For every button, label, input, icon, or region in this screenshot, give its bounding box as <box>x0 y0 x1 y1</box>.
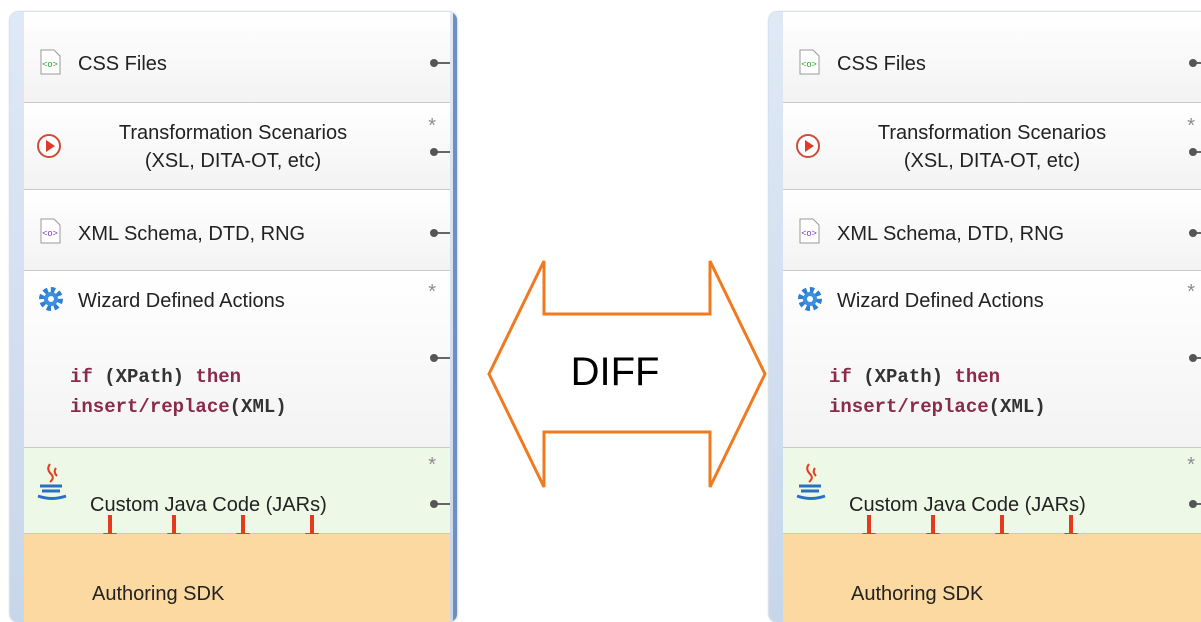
connector <box>1189 229 1201 237</box>
sdk-label: Authoring SDK <box>851 583 984 605</box>
gear-icon <box>798 287 822 311</box>
svg-text:<o>: <o> <box>42 228 58 238</box>
java-row: Custom Java Code (JARs) * <box>783 448 1201 543</box>
code-insert-replace: insert/replace <box>70 396 230 418</box>
schema-label: XML Schema, DTD, RNG <box>837 223 1065 245</box>
connector <box>1189 59 1201 67</box>
diff-double-arrow <box>487 260 767 488</box>
code-keyword-then: then <box>954 366 1001 388</box>
connector <box>430 500 450 508</box>
code-insert-replace: insert/replace <box>829 396 989 418</box>
wizard-row: Wizard Defined Actions * if (XPath) then… <box>24 271 450 448</box>
connector <box>1189 148 1201 156</box>
right-extension-panel: <o> CSS Files Transformation Scenarios (… <box>769 12 1201 622</box>
svg-text:<o>: <o> <box>42 59 58 69</box>
down-arrow <box>995 515 1009 543</box>
play-icon <box>796 134 820 158</box>
code-xpath: (XPath) <box>851 366 955 388</box>
transformation-label-line2: (XSL, DITA-OT, etc) <box>144 150 322 172</box>
wizard-row: Wizard Defined Actions * if (XPath) then… <box>783 271 1201 448</box>
asterisk: * <box>428 454 436 476</box>
sdk-row: Authoring SDK <box>24 534 450 622</box>
asterisk: * <box>1187 281 1195 303</box>
connector <box>430 148 450 156</box>
transformation-label-line1: Transformation Scenarios <box>877 122 1107 144</box>
transformation-row: Transformation Scenarios (XSL, DITA-OT, … <box>24 103 450 190</box>
connector <box>1189 500 1201 508</box>
transformation-row: Transformation Scenarios (XSL, DITA-OT, … <box>783 103 1201 190</box>
connector <box>430 59 450 67</box>
left-extension-panel: <o> CSS Files Transformation Scenarios (… <box>10 12 457 622</box>
schema-file-icon: <o> <box>799 218 820 244</box>
down-arrow <box>103 515 117 543</box>
panel-rail <box>453 12 457 622</box>
wizard-label: Wizard Defined Actions <box>837 290 1044 312</box>
java-cup-icon <box>37 463 67 500</box>
gear-icon <box>39 287 63 311</box>
down-arrow <box>236 515 250 543</box>
css-files-label: CSS Files <box>837 53 926 75</box>
down-arrow <box>167 515 181 543</box>
schema-label: XML Schema, DTD, RNG <box>78 223 306 245</box>
svg-text:<o>: <o> <box>801 228 817 238</box>
connector <box>1189 354 1201 362</box>
code-line-2: insert/replace(XML) <box>829 393 1046 421</box>
schema-row: <o> XML Schema, DTD, RNG <box>783 190 1201 271</box>
code-keyword-then: then <box>195 366 242 388</box>
css-file-icon: <o> <box>799 49 820 75</box>
connector <box>430 229 450 237</box>
svg-text:<o>: <o> <box>801 59 817 69</box>
code-line-1: if (XPath) then <box>70 363 241 391</box>
code-keyword-if: if <box>829 366 852 388</box>
down-arrow <box>926 515 940 543</box>
schema-file-icon: <o> <box>40 218 61 244</box>
code-xpath: (XPath) <box>92 366 196 388</box>
transformation-label-line1: Transformation Scenarios <box>118 122 348 144</box>
java-row: Custom Java Code (JARs) * <box>24 448 450 543</box>
java-cup-icon <box>796 463 826 500</box>
asterisk: * <box>1187 454 1195 476</box>
down-arrow <box>1064 515 1078 543</box>
schema-row: <o> XML Schema, DTD, RNG <box>24 190 450 271</box>
code-xml: (XML) <box>229 396 287 418</box>
sdk-row: Authoring SDK <box>783 534 1201 622</box>
transformation-label-line2: (XSL, DITA-OT, etc) <box>903 150 1081 172</box>
java-label: Custom Java Code (JARs) <box>90 494 327 516</box>
down-arrow <box>305 515 319 543</box>
down-arrow <box>862 515 876 543</box>
diff-label: DIFF <box>570 350 660 394</box>
css-files-label: CSS Files <box>78 53 167 75</box>
play-icon <box>37 134 61 158</box>
code-line-2: insert/replace(XML) <box>70 393 287 421</box>
css-files-row: <o> CSS Files <box>24 12 450 103</box>
code-line-1: if (XPath) then <box>829 363 1000 391</box>
code-xml: (XML) <box>988 396 1046 418</box>
asterisk: * <box>1187 115 1195 137</box>
connector <box>430 354 450 362</box>
asterisk: * <box>428 281 436 303</box>
code-keyword-if: if <box>70 366 93 388</box>
asterisk: * <box>428 115 436 137</box>
css-files-row: <o> CSS Files <box>783 12 1201 103</box>
java-label: Custom Java Code (JARs) <box>849 494 1086 516</box>
sdk-label: Authoring SDK <box>92 583 225 605</box>
wizard-label: Wizard Defined Actions <box>78 290 285 312</box>
css-file-icon: <o> <box>40 49 61 75</box>
